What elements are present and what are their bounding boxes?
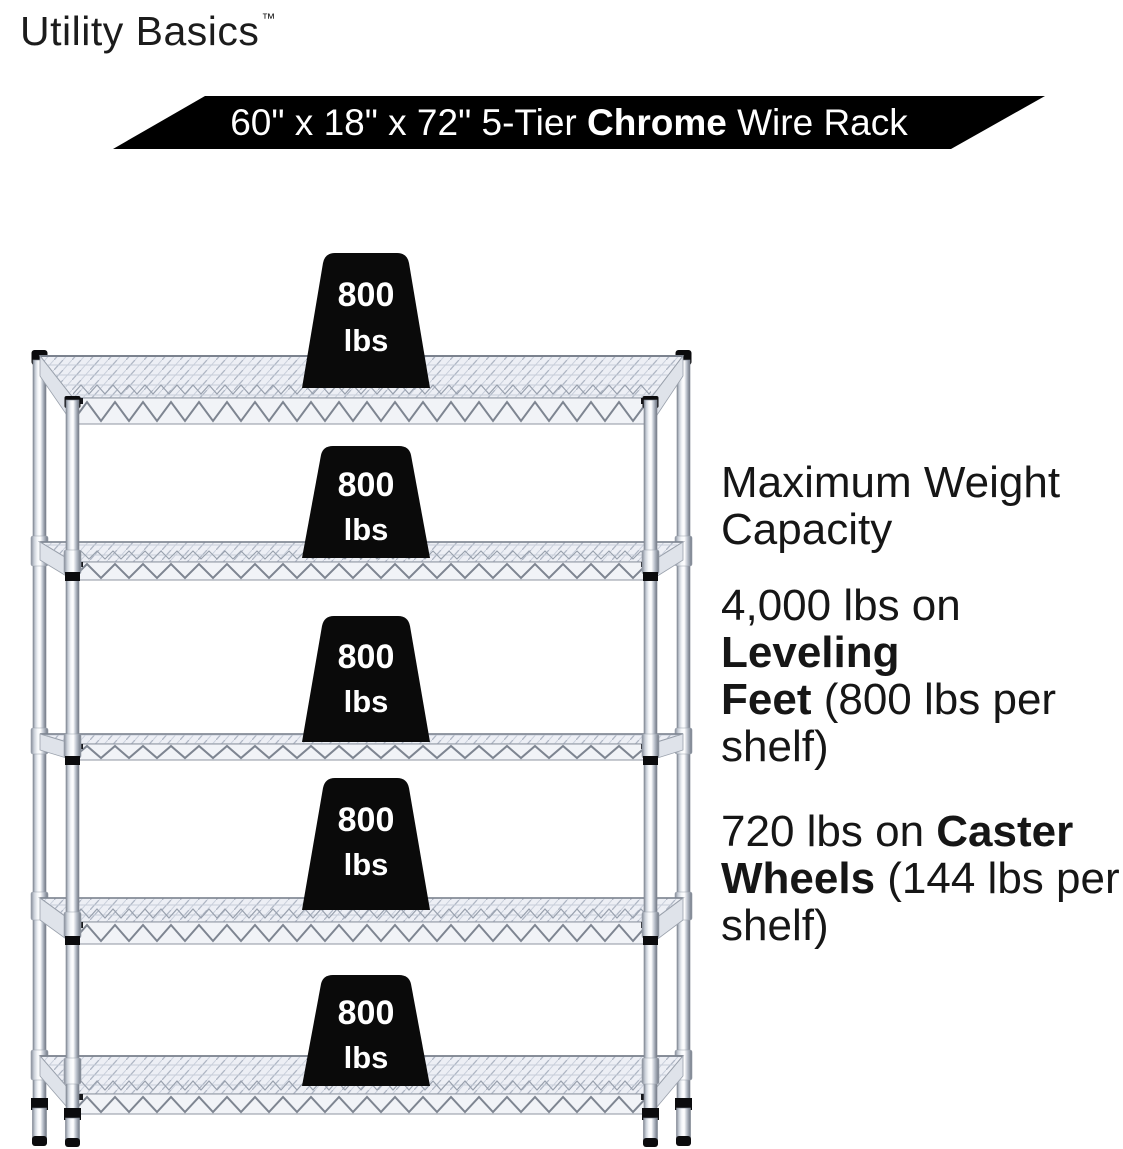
banner-text-bold: Chrome xyxy=(587,101,727,143)
weight-unit: lbs xyxy=(344,512,389,547)
leveling-foot-back-left xyxy=(31,1098,48,1146)
heading-line-2: Capacity xyxy=(721,505,893,554)
weight-value: 800 xyxy=(338,276,395,314)
leveling-foot-front-right xyxy=(642,1108,659,1147)
banner-text-post: Wire Rack xyxy=(726,101,908,143)
brand-name: Utility Basics xyxy=(20,8,260,54)
weight-unit: lbs xyxy=(344,1040,389,1075)
weight-marker-1: 800 lbs xyxy=(302,253,430,388)
leveling-foot-front-left xyxy=(64,1108,81,1147)
weight-marker-4: 800 lbs xyxy=(302,778,430,910)
weight-unit: lbs xyxy=(344,684,389,719)
leveling-foot-back-right xyxy=(675,1098,692,1146)
weight-marker-5: 800 lbs xyxy=(302,975,430,1086)
capacity-info: Maximum Weight Capacity 4,000 lbs on Lev… xyxy=(721,459,1123,978)
leveling-text-2: (800 lbs per xyxy=(811,675,1057,724)
caster-text-1: 720 lbs on xyxy=(721,807,937,856)
capacity-heading: Maximum Weight Capacity xyxy=(721,459,1123,553)
weight-unit: lbs xyxy=(344,323,389,358)
banner-text-pre: 60" x 18" x 72" 5-Tier xyxy=(230,101,588,143)
leveling-bold-1: Leveling xyxy=(721,628,900,677)
rack-post-front-right xyxy=(641,396,660,1147)
product-title-banner: 60" x 18" x 72" 5-Tier Chrome Wire Rack xyxy=(113,96,1045,149)
leveling-text-1: 4,000 lbs on xyxy=(721,581,961,630)
trademark-symbol: ™ xyxy=(261,10,276,26)
weight-value: 800 xyxy=(338,638,395,676)
weight-value: 800 xyxy=(338,801,395,839)
leveling-text-3: shelf) xyxy=(721,722,829,771)
rack-post-front-left xyxy=(63,396,82,1147)
leveling-feet-capacity: 4,000 lbs on Leveling Feet (800 lbs per … xyxy=(721,582,1123,770)
weight-marker-2: 800 lbs xyxy=(302,446,430,558)
caster-bold-2: Wheels xyxy=(721,854,876,903)
weight-value: 800 xyxy=(338,994,395,1032)
caster-text-2: (144 lbs per xyxy=(875,854,1120,903)
caster-wheels-capacity: 720 lbs on Caster Wheels (144 lbs per sh… xyxy=(721,808,1123,949)
leveling-bold-2: Feet xyxy=(721,675,812,724)
heading-line-1: Maximum Weight xyxy=(721,458,1061,507)
caster-bold-1: Caster xyxy=(936,807,1074,856)
weight-marker-3: 800 lbs xyxy=(302,616,430,742)
weight-value: 800 xyxy=(338,466,395,504)
caster-text-3: shelf) xyxy=(721,901,829,950)
weight-unit: lbs xyxy=(344,847,389,882)
